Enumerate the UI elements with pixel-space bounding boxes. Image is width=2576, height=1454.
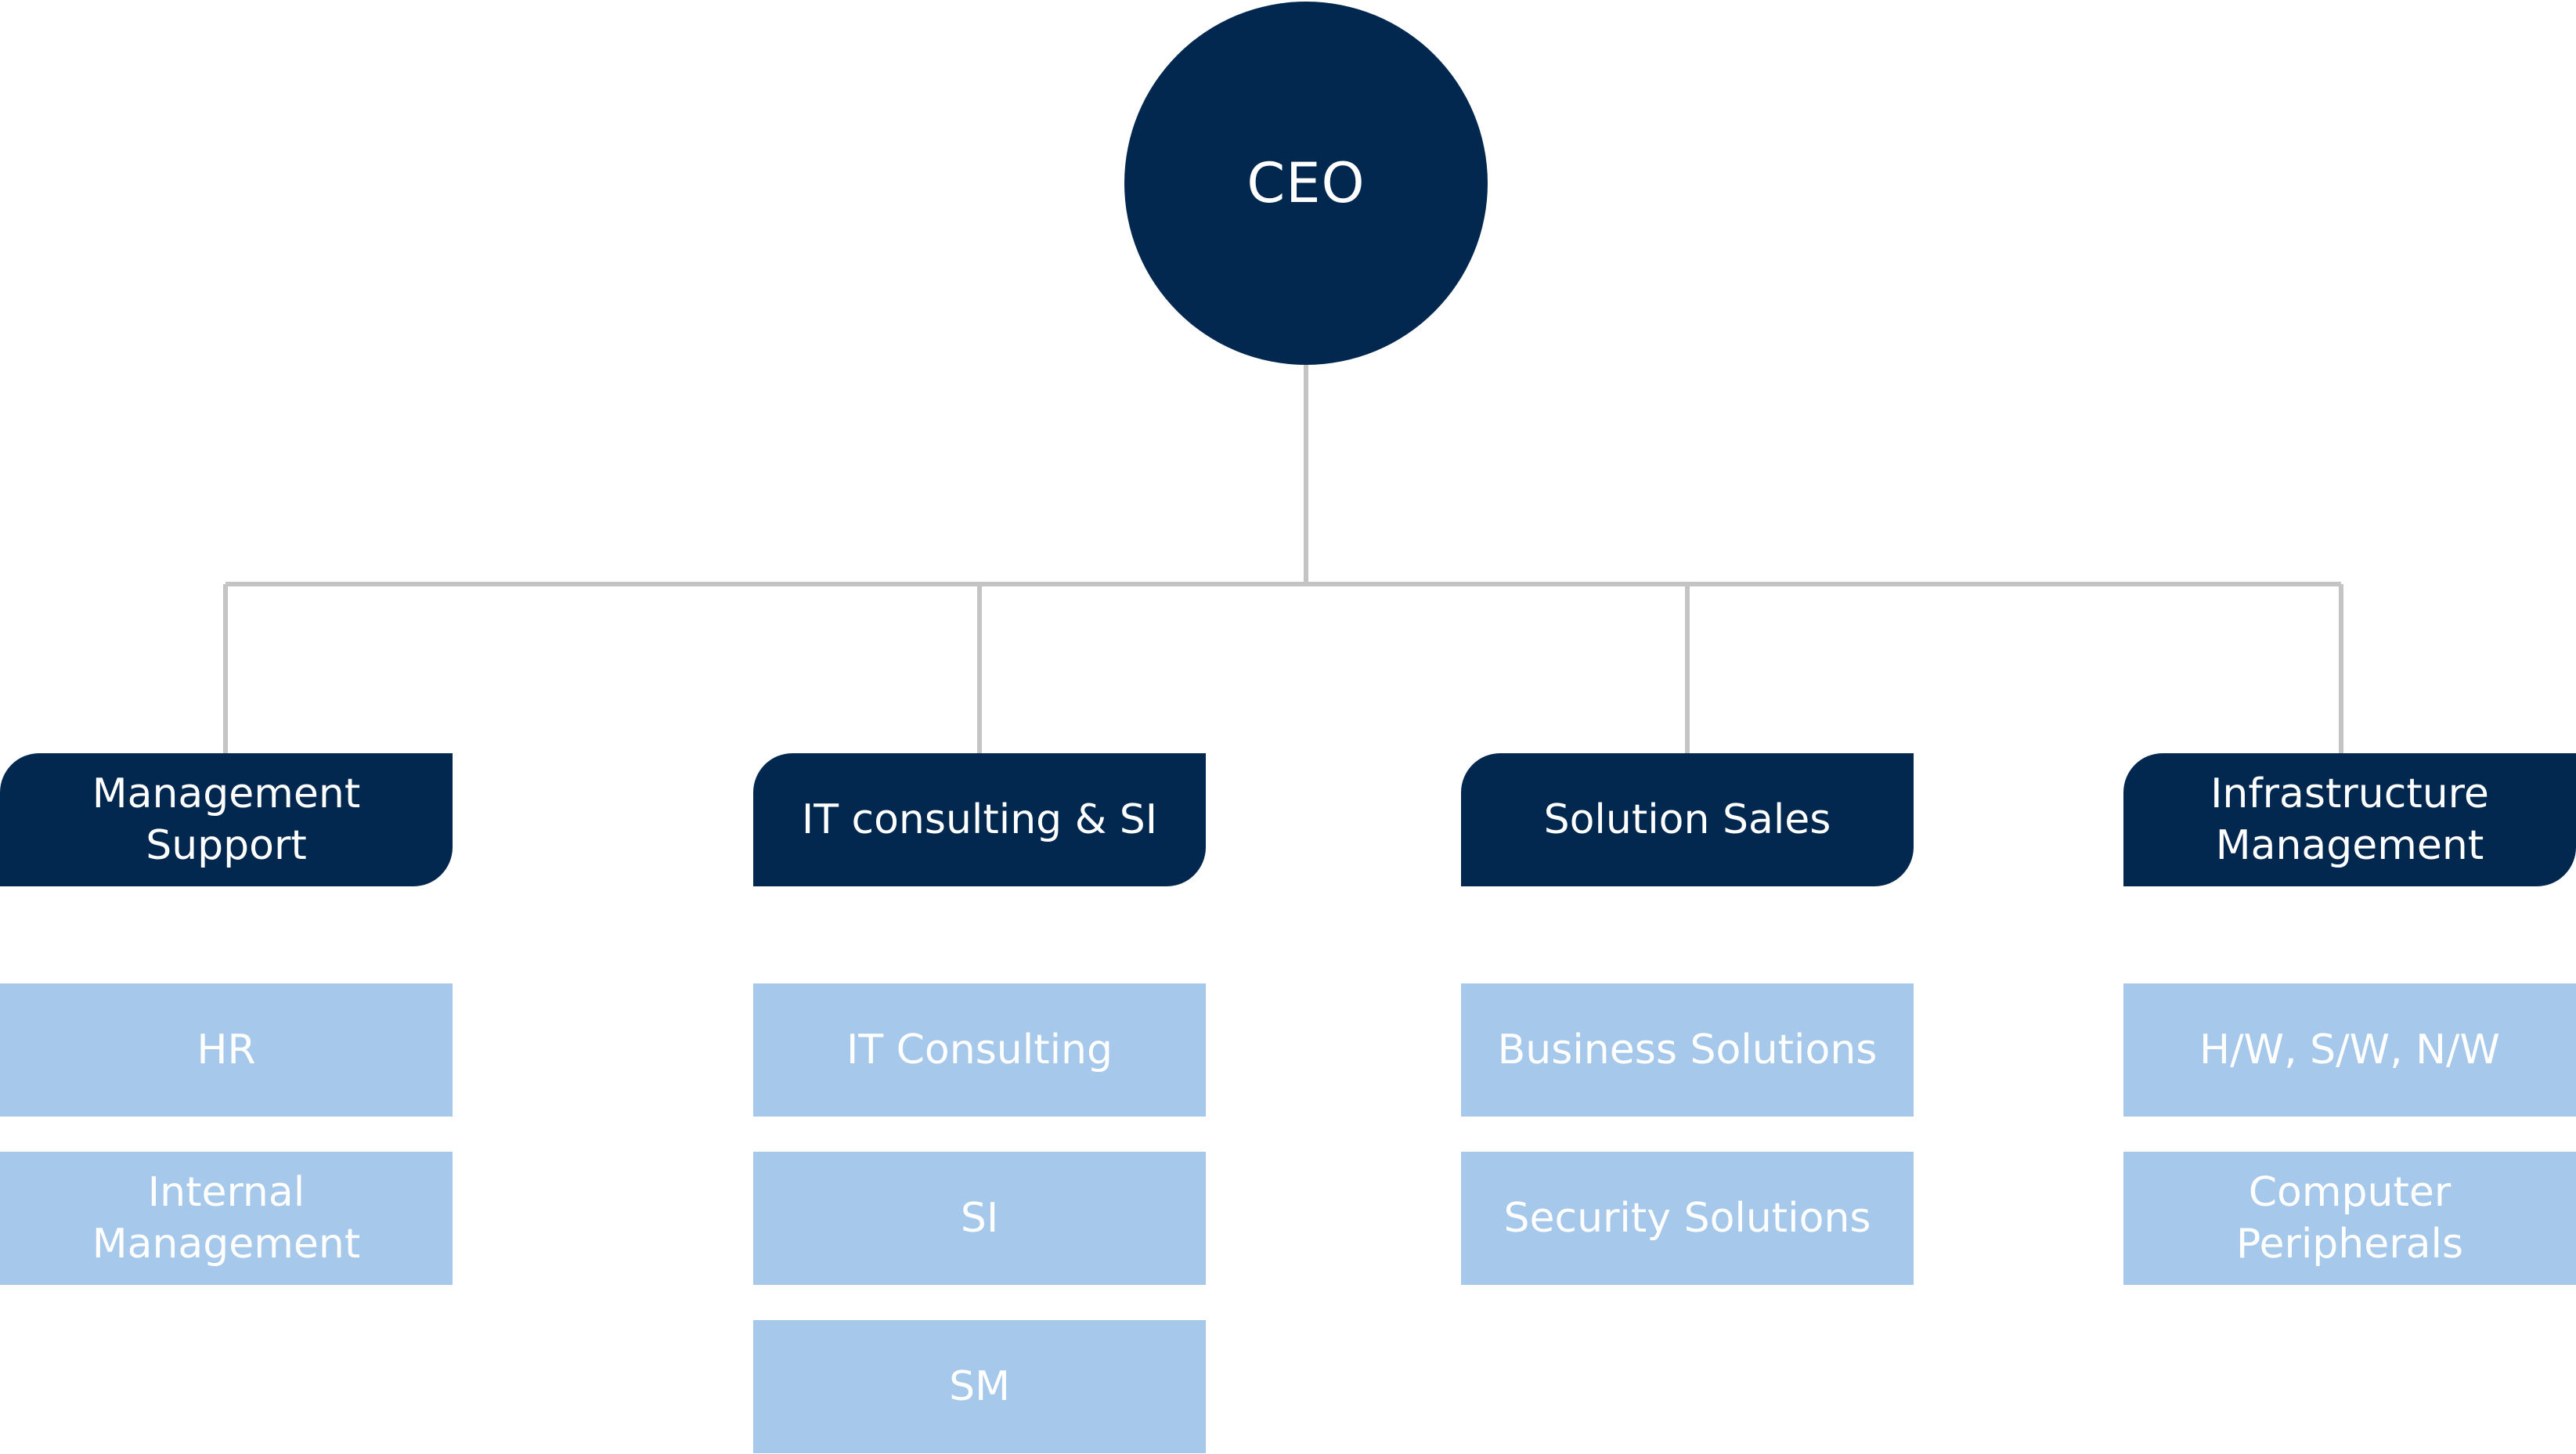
- unit-label: IT Consulting: [846, 1026, 1113, 1073]
- unit-computer-peripherals: Computer Peripherals: [2123, 1152, 2576, 1285]
- dept-it-consulting-si: IT consulting & SI: [753, 753, 1206, 886]
- unit-si: SI: [753, 1152, 1206, 1285]
- unit-label: Internal Management: [92, 1169, 361, 1268]
- unit-internal-management: Internal Management: [0, 1152, 453, 1285]
- unit-label: H/W, S/W, N/W: [2199, 1026, 2500, 1073]
- ceo-node: CEO: [1124, 2, 1488, 365]
- ceo-label: CEO: [1247, 151, 1366, 215]
- unit-hw-sw-nw: H/W, S/W, N/W: [2123, 983, 2576, 1117]
- unit-label: SM: [949, 1363, 1010, 1410]
- unit-label: Security Solutions: [1503, 1195, 1871, 1242]
- unit-label: Business Solutions: [1497, 1026, 1878, 1073]
- unit-business-solutions: Business Solutions: [1461, 983, 1914, 1117]
- unit-sm: SM: [753, 1320, 1206, 1453]
- unit-it-consulting: IT Consulting: [753, 983, 1206, 1117]
- dept-label: Management Support: [92, 770, 361, 869]
- dept-management-support: Management Support: [0, 753, 453, 886]
- dept-solution-sales: Solution Sales: [1461, 753, 1914, 886]
- unit-hr: HR: [0, 983, 453, 1117]
- dept-infrastructure-management: Infrastructure Management: [2123, 753, 2576, 886]
- dept-label: IT consulting & SI: [801, 796, 1158, 843]
- unit-label: Computer Peripherals: [2235, 1169, 2464, 1268]
- unit-security-solutions: Security Solutions: [1461, 1152, 1914, 1285]
- unit-label: HR: [197, 1026, 256, 1073]
- dept-label: Solution Sales: [1543, 796, 1831, 843]
- unit-label: SI: [960, 1195, 999, 1242]
- dept-label: Infrastructure Management: [2210, 770, 2489, 869]
